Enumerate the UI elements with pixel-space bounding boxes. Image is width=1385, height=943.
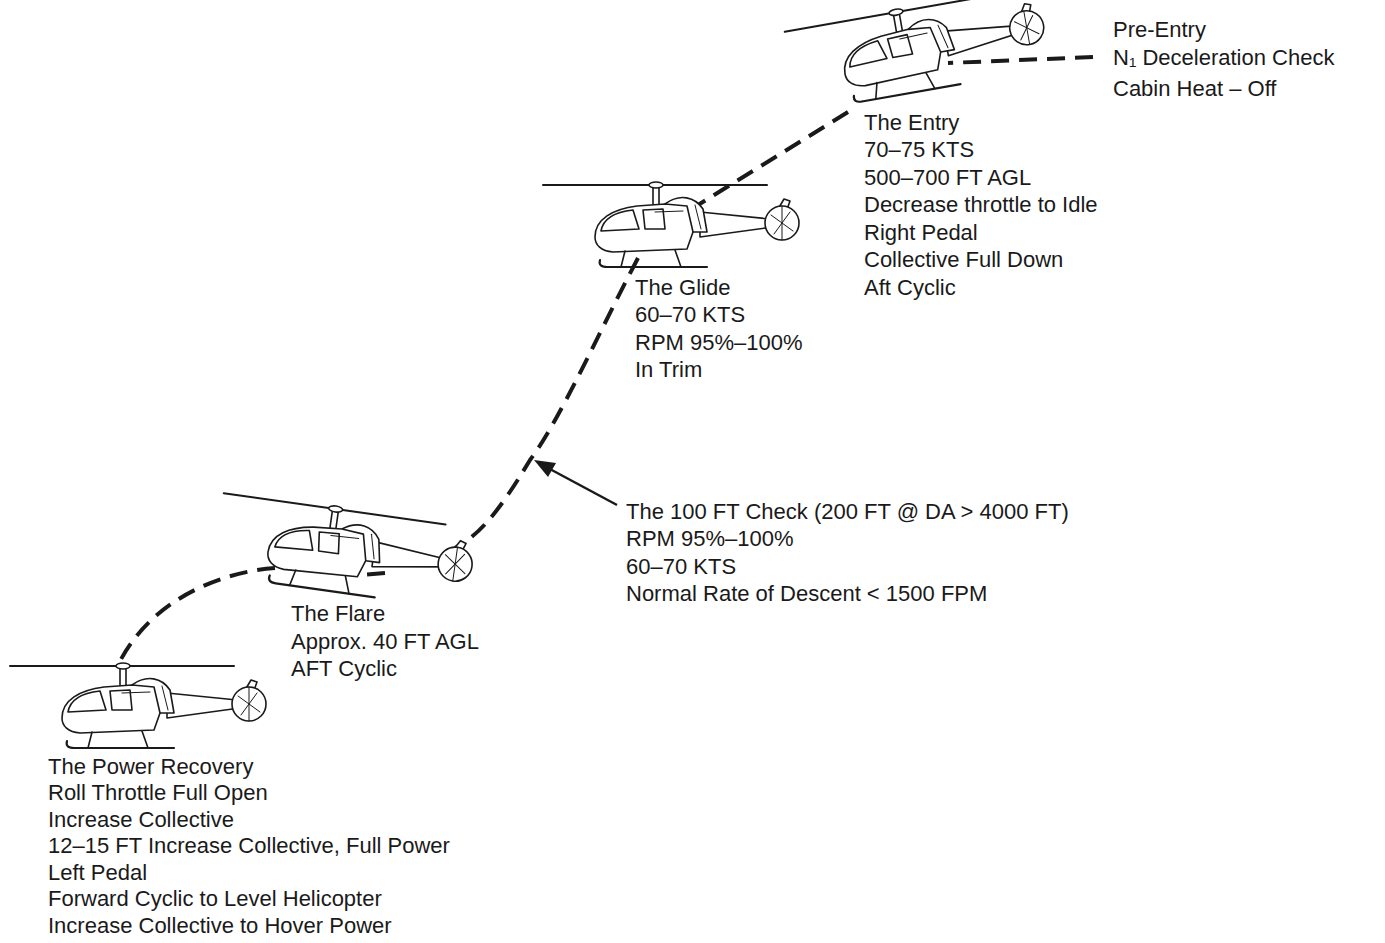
step-label: Decrease throttle to Idle (864, 191, 1098, 218)
step-label: The 100 FT Check (200 FT @ DA > 4000 FT) (626, 498, 1069, 525)
leader-arrow (548, 468, 617, 505)
step-label: The Glide (635, 274, 730, 301)
step-label: Increase Collective to Hover Power (48, 912, 392, 939)
step-label: 60–70 KTS (635, 301, 745, 328)
flight-path (118, 57, 1093, 665)
helicopter (543, 182, 799, 267)
flight-path (360, 573, 385, 575)
step-label: 500–700 FT AGL (864, 164, 1031, 191)
helicopter (784, 0, 1051, 113)
step-label: RPM 95%–100% (626, 525, 794, 552)
step-label: RPM 95%–100% (635, 329, 803, 356)
step-label: Increase Collective (48, 806, 234, 833)
flight-path (948, 57, 1093, 63)
step-label: In Trim (635, 356, 702, 383)
step-label: Roll Throttle Full Open (48, 779, 268, 806)
step-label: The Entry (864, 109, 959, 136)
step-label: 70–75 KTS (864, 136, 974, 163)
flight-path (118, 568, 275, 665)
step-label: 12–15 FT Increase Collective, Full Power (48, 832, 450, 859)
step-label: Approx. 40 FT AGL (291, 628, 479, 655)
step-label: AFT Cyclic (291, 655, 397, 682)
helicopter (10, 663, 266, 748)
step-label: Pre-Entry (1113, 16, 1206, 43)
step-label: Aft Cyclic (864, 274, 956, 301)
step-label: Forward Cyclic to Level Helicopter (48, 885, 382, 912)
step-label: The Power Recovery (48, 753, 253, 780)
step-label: Left Pedal (48, 859, 147, 886)
step-label: Right Pedal (864, 219, 978, 246)
step-label: Cabin Heat – Off (1113, 75, 1276, 102)
step-label: Collective Full Down (864, 246, 1063, 273)
step-label: Normal Rate of Descent < 1500 FPM (626, 580, 987, 607)
step-label: 60–70 KTS (626, 553, 736, 580)
flight-path (455, 258, 638, 548)
step-label: N₁ Deceleration Check (1113, 44, 1334, 71)
step-label: The Flare (291, 600, 385, 627)
helicopter (212, 490, 477, 610)
arrow-head (534, 460, 556, 477)
flight-path (690, 112, 848, 210)
